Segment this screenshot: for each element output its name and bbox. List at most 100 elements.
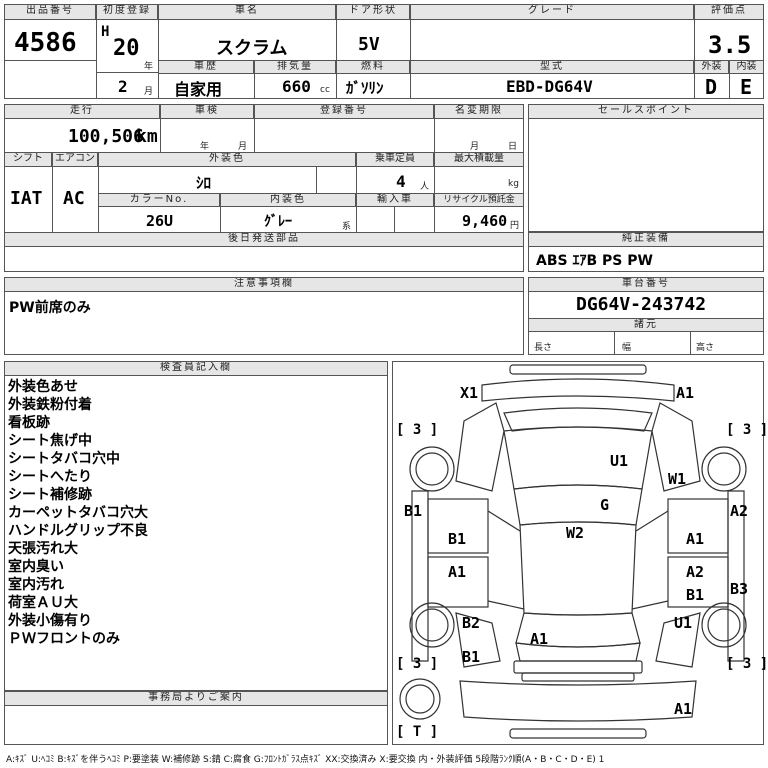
door-header: ドア形状 bbox=[336, 4, 410, 20]
inspection-year-unit: 年 bbox=[200, 142, 210, 152]
remark-line: シートタバコ穴中 bbox=[8, 451, 120, 467]
reg-year: 20 bbox=[113, 36, 140, 61]
rear-right-wheel-outline bbox=[701, 602, 747, 648]
month-unit: 月 bbox=[144, 87, 154, 97]
capacity-unit: 人 bbox=[420, 182, 430, 192]
history-header: 車歴 bbox=[158, 60, 254, 74]
caution-text: PW前席のみ bbox=[9, 300, 91, 316]
mark-b1-left: B1 bbox=[404, 502, 423, 520]
tire-fl-mark: [ 3 ] bbox=[396, 422, 439, 438]
rear-bumper-top-outline bbox=[513, 660, 643, 674]
right-fender-outline bbox=[651, 402, 701, 492]
front-right-wheel-outline bbox=[701, 446, 747, 492]
spare-tire-outline bbox=[399, 678, 441, 720]
recycle-value: 9,460 bbox=[462, 212, 508, 230]
mark-a1-bottom: A1 bbox=[674, 700, 693, 718]
name-expiry-header: 名変期限 bbox=[434, 104, 524, 119]
color-no-header: カラーNo. bbox=[98, 193, 220, 207]
mark-u1-right: U1 bbox=[674, 614, 693, 632]
remark-line: シート補修跡 bbox=[8, 487, 92, 503]
length-label: 長さ bbox=[534, 343, 553, 353]
legend-footer: A:ｷｽﾞ U:ﾍｺﾐ B:ｷｽﾞを伴うﾍｺﾐ P:要塗装 W:補修跡 S:錆 … bbox=[6, 755, 605, 765]
displacement-unit: cc bbox=[320, 85, 330, 95]
max-load-unit: kg bbox=[508, 179, 519, 189]
tire-rr-mark: [ 3 ] bbox=[726, 656, 768, 672]
front-panel-outline bbox=[481, 378, 675, 402]
inspection-month-unit: 月 bbox=[238, 142, 248, 152]
max-load-header: 最大積載量 bbox=[434, 152, 524, 167]
inspector-header: 検査員記入欄 bbox=[4, 361, 388, 376]
shift-header: シフト bbox=[4, 152, 52, 167]
remark-line: 天張汚れ大 bbox=[8, 541, 78, 557]
history-value: 自家用 bbox=[174, 80, 223, 99]
ext-color-value: ｼﾛ bbox=[196, 174, 212, 192]
grade-header: グレード bbox=[410, 4, 694, 20]
int-color-header: 内装色 bbox=[220, 193, 356, 207]
office-header: 事務局よりご案内 bbox=[4, 691, 388, 706]
remark-line: 看板跡 bbox=[8, 415, 50, 431]
mark-b1-leftdoor: B1 bbox=[448, 530, 467, 548]
chassis-number: DG64V-243742 bbox=[576, 294, 707, 315]
door-type: 5V bbox=[358, 34, 380, 55]
rear-door-outline bbox=[515, 642, 641, 662]
fuel-value: ｶﾞｿﾘﾝ bbox=[346, 79, 384, 97]
color-no-value: 26U bbox=[146, 212, 174, 230]
mark-w2: W2 bbox=[566, 524, 585, 542]
mark-a1-rightdoor: A1 bbox=[686, 530, 705, 548]
import-header: 輸入車 bbox=[356, 193, 434, 207]
equipment-header: 純正装備 bbox=[528, 232, 764, 247]
lot-header: 出品番号 bbox=[4, 4, 96, 20]
mark-a1-roof: A1 bbox=[530, 630, 549, 648]
rear-bumper-bottom-outline bbox=[509, 728, 647, 739]
model-value: EBD-DG64V bbox=[506, 77, 593, 96]
hood-outline bbox=[503, 426, 653, 490]
chassis-header: 車台番号 bbox=[528, 277, 764, 292]
mark-b1-rear: B1 bbox=[462, 648, 481, 666]
displacement-header: 排気量 bbox=[254, 60, 336, 74]
mark-u1-hood: U1 bbox=[610, 452, 629, 470]
spare-tire-mark: [ T ] bbox=[396, 724, 439, 740]
width-label: 幅 bbox=[622, 343, 632, 353]
era: H bbox=[101, 24, 110, 40]
remark-line: 室内臭い bbox=[8, 559, 64, 575]
remark-line: シートへたり bbox=[8, 469, 92, 485]
inspection-header: 車検 bbox=[160, 104, 254, 119]
remark-line: 荷室ＡＵ大 bbox=[8, 595, 78, 611]
reg-month: 2 bbox=[118, 77, 128, 96]
remark-line: シート焦げ中 bbox=[8, 433, 92, 449]
mark-g: G bbox=[600, 496, 610, 514]
right-quarter-outline bbox=[655, 612, 701, 668]
reg-number-header: 登録番号 bbox=[254, 104, 434, 119]
mileage-header: 走行 bbox=[4, 104, 160, 119]
mileage-value: 100,506 bbox=[68, 126, 144, 147]
caution-header: 注意事項欄 bbox=[4, 277, 524, 292]
rear-bottom-panel-outline bbox=[459, 680, 697, 722]
sales-point-box bbox=[528, 104, 764, 232]
front-roof-outline bbox=[513, 484, 643, 526]
ac-header: エアコン bbox=[52, 152, 98, 167]
remark-line: 外装色あせ bbox=[8, 379, 78, 395]
height-label: 高さ bbox=[696, 343, 715, 353]
model-header: 型式 bbox=[410, 60, 694, 74]
expiry-month-unit: 月 bbox=[470, 142, 480, 152]
inspector-remarks: 外装色あせ 外装鉄粉付着 看板跡 シート焦げ中 シートタバコ穴中 シートへたり … bbox=[8, 378, 148, 648]
remark-line: 外装小傷有り bbox=[8, 613, 92, 629]
interior-grade-header: 内装 bbox=[729, 60, 764, 74]
later-parts-header: 後日発送部品 bbox=[4, 232, 524, 247]
ac-value: AC bbox=[63, 188, 85, 209]
remark-line: 室内汚れ bbox=[8, 577, 64, 593]
left-fender-outline bbox=[455, 402, 505, 492]
fuel-header: 燃料 bbox=[336, 60, 410, 74]
year-unit: 年 bbox=[144, 62, 154, 72]
expiry-day-unit: 日 bbox=[508, 142, 518, 152]
int-color-value: ｸﾞﾚｰ bbox=[264, 214, 292, 230]
remark-line: ＰＷフロントのみ bbox=[8, 631, 120, 647]
remark-line: カーペットタバコ穴大 bbox=[8, 505, 148, 521]
left-rocker-outline bbox=[411, 490, 429, 662]
mark-b3: B3 bbox=[730, 580, 749, 598]
inspector-box bbox=[4, 361, 388, 691]
capacity-value: 4 bbox=[396, 172, 406, 191]
remark-line: 外装鉄粉付着 bbox=[8, 397, 92, 413]
recycle-header: リサイクル預託金 bbox=[434, 193, 524, 207]
car-name-header: 車名 bbox=[158, 4, 336, 20]
